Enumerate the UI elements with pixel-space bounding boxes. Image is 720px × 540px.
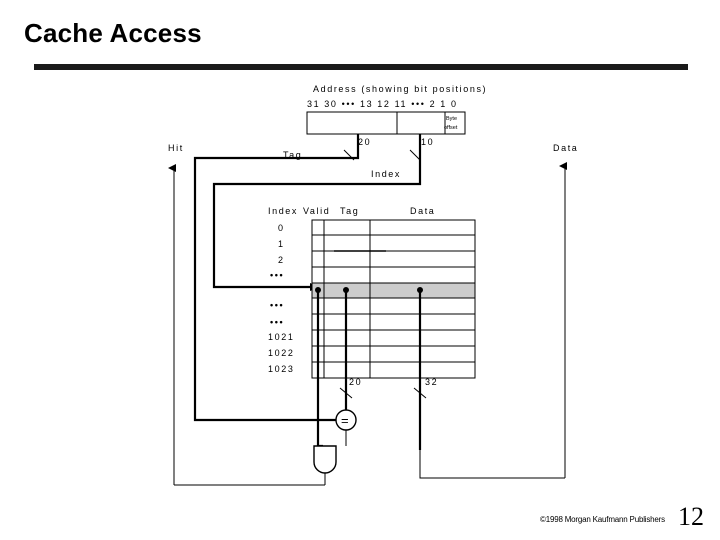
- row-label-ellipsis-3: •••: [270, 317, 284, 327]
- data-label: Data: [553, 143, 578, 153]
- byte-offset-label-2: offset: [444, 125, 458, 131]
- bit-positions: 31 30 ••• 13 12 11 ••• 2 1 0: [307, 99, 458, 109]
- col-header-tag: Tag: [340, 206, 359, 216]
- tag-bus: [320, 134, 360, 160]
- selected-row-highlight: [312, 283, 475, 298]
- data-output-slash: [413, 387, 427, 399]
- tag-bits-label: 20: [358, 137, 371, 147]
- row-label-1023: 1023: [268, 364, 294, 374]
- hit-label: Hit: [168, 143, 184, 153]
- row-label-2: 2: [278, 255, 285, 265]
- comparator-symbol: =: [341, 413, 349, 428]
- byte-offset-label-1: Byte: [446, 116, 457, 122]
- index-bits-label: 10: [421, 137, 434, 147]
- col-header-index: Index: [268, 206, 298, 216]
- cache-table: [311, 219, 476, 379]
- row-label-0: 0: [278, 223, 285, 233]
- index-bus: [212, 134, 422, 289]
- stored-tag-slash: [339, 387, 353, 399]
- slide-title: Cache Access: [24, 18, 202, 48]
- row-label-1: 1: [278, 239, 285, 249]
- index-label: Index: [371, 169, 401, 179]
- row-label-ellipsis-1: •••: [270, 270, 284, 280]
- row-label-ellipsis-2: •••: [270, 300, 284, 310]
- data-out-line: [419, 450, 565, 479]
- slide-number: 12: [678, 502, 704, 531]
- copyright-notice: ©1998 Morgan Kaufmann Publishers: [540, 515, 665, 524]
- tag-comparator: =: [335, 409, 357, 431]
- title-rule: [34, 64, 688, 70]
- tag-output-bits: 20: [349, 377, 362, 387]
- row-label-1022: 1022: [268, 348, 294, 358]
- address-label: Address (showing bit positions): [313, 84, 487, 94]
- valid-line: [316, 290, 323, 448]
- address-register: [306, 111, 466, 135]
- col-header-valid: Valid: [303, 206, 330, 216]
- and-gate: [313, 445, 337, 474]
- index-bus-slash: [409, 149, 421, 161]
- tag-label: Tag: [283, 150, 302, 160]
- tag-bus-slash: [343, 149, 355, 161]
- row-label-1021: 1021: [268, 332, 294, 342]
- col-header-data: Data: [410, 206, 435, 216]
- addr-tag-to-compare: [193, 156, 336, 422]
- data-output-bits: 32: [425, 377, 438, 387]
